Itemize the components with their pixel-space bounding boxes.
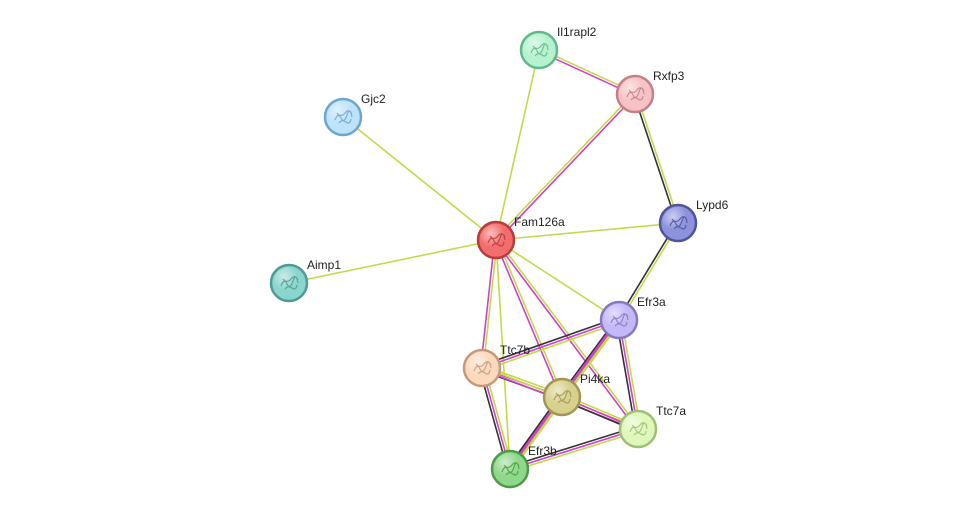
node-label: Il1rapl2 xyxy=(557,25,597,39)
edges-layer xyxy=(288,48,681,473)
edge-fam126a-gjc2[interactable] xyxy=(342,116,497,241)
edge-line-coexpression xyxy=(480,316,619,367)
edge-fam126a-lypd6[interactable] xyxy=(495,222,679,241)
node-highlight xyxy=(327,101,359,133)
node-lypd6[interactable]: Lypd6 xyxy=(658,198,729,243)
edge-line-textmining xyxy=(496,238,640,430)
edge-line-textmining xyxy=(496,238,564,398)
node-label: Aimp1 xyxy=(307,258,341,272)
edge-ttc7a-efr3b[interactable] xyxy=(508,425,640,473)
node-label: Lypd6 xyxy=(696,198,729,212)
edge-line-textmining xyxy=(288,239,497,284)
node-highlight xyxy=(466,352,498,384)
protein-structure-icon xyxy=(626,87,645,101)
edge-fam126a-il1rapl2[interactable] xyxy=(495,49,540,241)
edge-line-experimental xyxy=(494,239,562,399)
node-ttc7a[interactable]: Ttc7a xyxy=(618,404,686,449)
edge-line-textmining xyxy=(495,222,679,241)
edge-line-textmining xyxy=(495,239,620,321)
node-label: Ttc7a xyxy=(656,404,686,418)
node-rxfp3[interactable]: Rxfp3 xyxy=(615,69,685,114)
node-label: Gjc2 xyxy=(361,92,386,106)
protein-structure-icon xyxy=(669,216,688,230)
edge-line-textmining xyxy=(509,430,640,473)
edge-line-textmining xyxy=(482,321,621,372)
node-aimp1[interactable]: Aimp1 xyxy=(269,258,341,303)
edge-line-textmining xyxy=(494,92,635,240)
node-highlight xyxy=(480,224,512,256)
edge-fam126a-aimp1[interactable] xyxy=(288,239,497,284)
edge-line-textmining xyxy=(495,49,540,241)
protein-structure-icon xyxy=(280,276,299,290)
edge-efr3a-ttc7b[interactable] xyxy=(480,316,621,372)
edge-line-coexpression xyxy=(632,93,678,225)
protein-structure-icon xyxy=(530,43,549,57)
node-efr3b[interactable]: Efr3b xyxy=(490,444,557,489)
node-highlight xyxy=(662,207,694,239)
node-highlight xyxy=(273,267,305,299)
node-highlight xyxy=(622,413,654,445)
node-highlight xyxy=(523,34,555,66)
edge-line-coexpression xyxy=(508,425,639,468)
edge-line-textmining xyxy=(635,92,681,224)
protein-structure-icon xyxy=(501,462,520,476)
protein-structure-icon xyxy=(610,313,629,327)
node-fam126a[interactable]: Fam126a xyxy=(476,215,565,260)
protein-structure-icon xyxy=(334,110,353,124)
node-highlight xyxy=(494,453,526,485)
node-gjc2[interactable]: Gjc2 xyxy=(323,92,386,137)
node-label: Ttc7b xyxy=(500,343,530,357)
nodes-layer: Fam126a Il1rapl2Rxfp3Gjc2Lypd6Aimp1Efr3aT… xyxy=(269,25,729,489)
node-highlight xyxy=(619,78,651,110)
protein-structure-icon xyxy=(553,390,572,404)
edge-fam126a-efr3a[interactable] xyxy=(495,239,620,321)
node-il1rapl2[interactable]: Il1rapl2 xyxy=(519,25,597,70)
edge-line-textmining xyxy=(342,116,497,241)
node-label: Rxfp3 xyxy=(653,69,685,83)
node-highlight xyxy=(603,304,635,336)
node-label: Pi4ka xyxy=(580,372,610,386)
edge-line-experimental xyxy=(481,319,620,369)
node-label: Efr3a xyxy=(637,295,666,309)
edge-fam126a-pi4ka[interactable] xyxy=(494,238,564,399)
edge-fam126a-ttc7b[interactable] xyxy=(479,239,499,369)
edge-line-textmining xyxy=(495,239,511,470)
node-pi4ka[interactable]: Pi4ka xyxy=(542,372,610,417)
protein-structure-icon xyxy=(473,361,492,375)
edge-line-experimental xyxy=(496,94,637,242)
edge-fam126a-efr3b[interactable] xyxy=(495,239,511,470)
protein-structure-icon xyxy=(487,233,506,247)
node-highlight xyxy=(546,381,578,413)
edge-line-experimental xyxy=(479,239,496,369)
edge-fam126a-rxfp3[interactable] xyxy=(494,92,637,242)
edge-rxfp3-lypd6[interactable] xyxy=(632,92,681,225)
edge-line-experimental xyxy=(509,428,639,470)
node-efr3a[interactable]: Efr3a xyxy=(599,295,666,340)
node-label: Efr3b xyxy=(528,444,557,458)
node-ttc7b[interactable]: Ttc7b xyxy=(462,343,530,388)
protein-structure-icon xyxy=(629,422,648,436)
edge-line-textmining xyxy=(482,239,499,369)
node-label: Fam126a xyxy=(514,215,565,229)
